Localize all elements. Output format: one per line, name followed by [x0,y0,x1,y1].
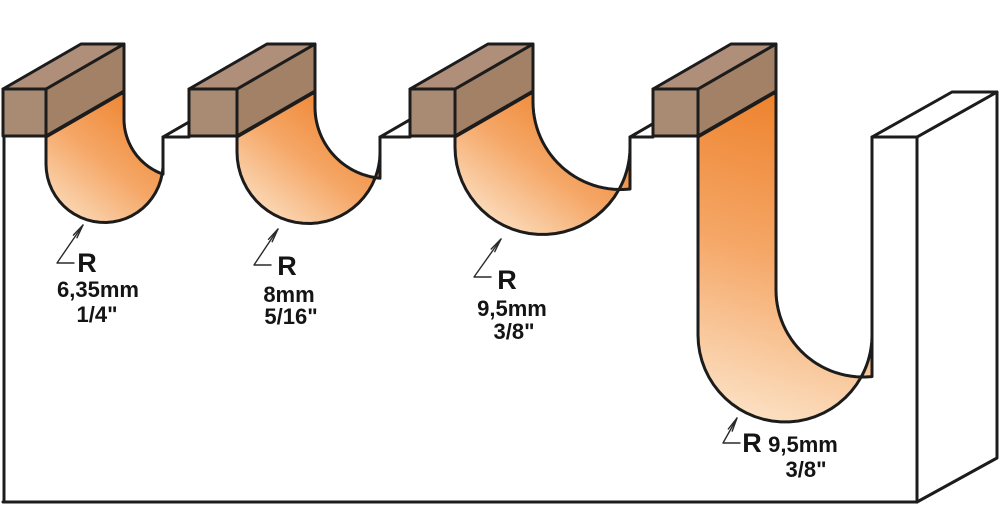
groove-4-surface [696,90,863,424]
bar-2-front-face [187,87,239,138]
groove-2-surface-right [373,150,382,180]
groove-1-surface-right [160,162,165,176]
ledge-back-edge-2 [378,118,412,139]
leader-arrow-4-head [727,417,738,432]
leader-arrow-4 [722,417,741,444]
groove-4-size-mm: 9,5mm [768,432,838,457]
bar-3-front-face [408,87,457,138]
leader-arrow-2-head [267,228,279,243]
groove-3-surface-right [617,145,632,192]
groove-4-radius-symbol: R [742,428,762,458]
leader-arrow-3-head [490,238,502,253]
leader-arrow-3 [473,238,502,278]
ledge-back-edge-1 [161,120,191,139]
bar-4-front-face [651,87,700,138]
groove-3-radius-symbol: R [497,265,517,295]
groove-3-size-mm: 9,5mm [477,296,547,321]
groove-2-size-inch: 5/16" [264,304,317,329]
block-right-side-face [915,90,999,504]
groove-4-surface-right [859,333,874,379]
leader-arrow-1 [56,224,84,264]
groove-2-size-mm: 8mm [263,282,314,307]
leader-arrow-1-head [72,224,84,239]
groove-1-size-inch: 1/4" [76,302,117,327]
leader-arrow-2 [253,228,279,266]
groove-4-size-inch: 3/8" [785,457,826,482]
groove-1-radius-symbol: R [77,248,97,278]
block-right-top-face [870,90,999,139]
groove-2-radius-symbol: R [277,251,297,281]
groove-3-size-inch: 3/8" [493,319,534,344]
ledge-back-edge-3 [628,122,655,139]
bar-1-front-face [1,87,48,138]
groove-1-size-mm: 6,35mm [57,277,139,302]
